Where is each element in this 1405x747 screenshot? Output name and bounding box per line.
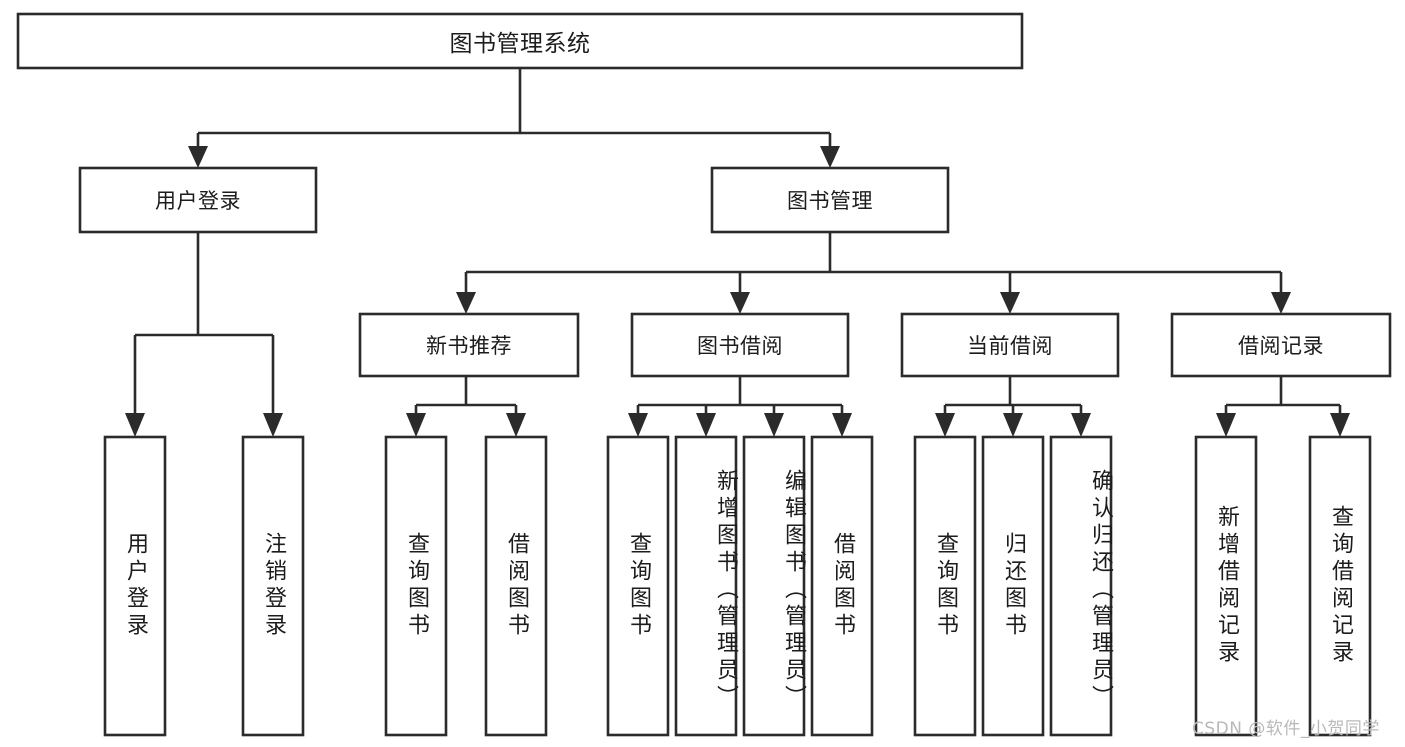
node-box-borrow-record[interactable] [1170,312,1392,378]
arrow-head-leaf-add-borrow-record [1216,413,1236,437]
arrow-head-leaf-add-book-admin [696,413,716,437]
arrow-head-leaf-borrow-book-rec [506,413,526,437]
arrow-head-leaf-edit-book-admin [764,413,784,437]
node-box-leaf-edit-book-admin[interactable] [742,435,806,737]
node-box-leaf-query-book-rec[interactable] [384,435,448,737]
arrow-head-book-borrow [730,292,750,314]
connector-group-book-manage [456,232,1291,314]
arrow-head-new-book-recommend [456,292,476,314]
arrow-head-leaf-confirm-return-admin [1071,413,1091,437]
node-box-leaf-confirm-return-admin[interactable] [1049,435,1113,737]
node-box-book-manage[interactable] [710,166,950,234]
connector-group-current-borrow [935,376,1091,437]
connector-group-root [188,68,840,168]
connector-group-user-login [125,232,283,437]
arrow-head-leaf-query-book-rec [406,413,426,437]
node-box-leaf-borrow-book[interactable] [810,435,874,737]
arrow-head-book-manage [820,146,840,168]
connector-group-book-borrow [628,376,852,437]
node-box-leaf-logout[interactable] [241,435,305,737]
node-box-leaf-query-book-borrow[interactable] [606,435,670,737]
node-box-book-borrow[interactable] [630,312,850,378]
node-box-user-login[interactable] [78,166,318,234]
node-box-leaf-user-login[interactable] [103,435,167,737]
node-box-leaf-query-borrow-record[interactable] [1308,435,1372,737]
arrow-head-borrow-record [1271,292,1291,314]
arrow-head-leaf-user-login [125,413,145,437]
node-box-leaf-return-book[interactable] [981,435,1045,737]
node-box-leaf-query-book-cur[interactable] [913,435,977,737]
node-box-new-book-recommend[interactable] [358,312,580,378]
arrow-head-current-borrow [1000,292,1020,314]
arrow-head-leaf-return-book [1003,413,1023,437]
node-box-root[interactable] [16,12,1024,70]
arrow-head-leaf-query-book-borrow [628,413,648,437]
node-box-leaf-add-book-admin[interactable] [674,435,738,737]
connector-group-new-book-recommend [406,376,526,437]
arrow-head-leaf-borrow-book [832,413,852,437]
arrow-head-leaf-query-borrow-record [1330,413,1350,437]
arrow-head-leaf-logout [263,413,283,437]
node-box-leaf-add-borrow-record[interactable] [1194,435,1258,737]
node-box-current-borrow[interactable] [900,312,1120,378]
arrow-head-user-login [188,146,208,168]
node-box-leaf-borrow-book-rec[interactable] [484,435,548,737]
connector-group-borrow-record [1216,376,1350,437]
arrow-head-leaf-query-book-cur [935,413,955,437]
